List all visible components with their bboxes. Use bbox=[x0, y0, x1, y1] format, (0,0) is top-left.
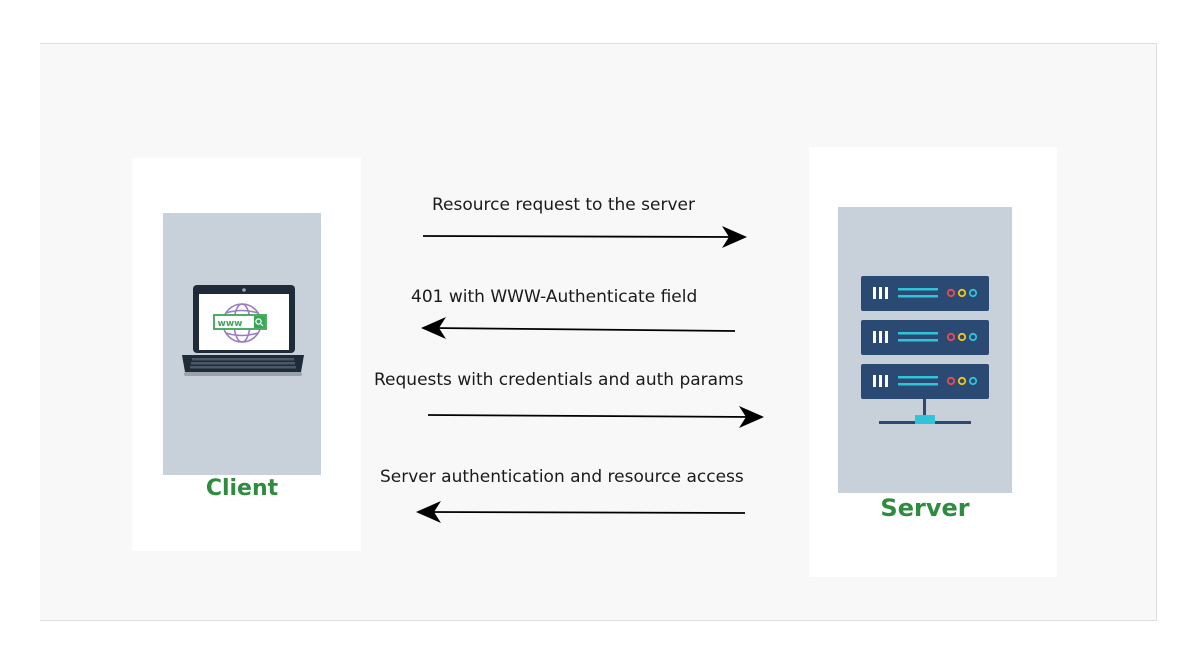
server-rack-icon bbox=[861, 276, 989, 424]
url-search-button bbox=[254, 316, 265, 328]
server-unit bbox=[861, 320, 989, 355]
arrow-credentials bbox=[427, 414, 753, 418]
message-label-3: Requests with credentials and auth param… bbox=[374, 370, 744, 390]
arrow-401-response bbox=[432, 327, 736, 332]
arrowhead-401-response bbox=[421, 317, 446, 339]
message-label-2: 401 with WWW-Authenticate field bbox=[411, 287, 698, 307]
server-unit bbox=[861, 364, 989, 399]
server-unit bbox=[861, 276, 989, 311]
url-bar bbox=[213, 314, 267, 330]
arrow-request bbox=[422, 235, 736, 238]
network-connector bbox=[879, 399, 971, 424]
message-label-4: Server authentication and resource acces… bbox=[380, 467, 744, 487]
laptop-globe-icon: www bbox=[182, 285, 304, 376]
server-label: Server bbox=[880, 494, 970, 522]
arrowhead-resource-access bbox=[416, 501, 441, 523]
url-bar-text: www bbox=[218, 319, 243, 329]
client-label: Client bbox=[205, 476, 279, 501]
arrowhead-request bbox=[722, 226, 747, 248]
arrow-resource-access bbox=[427, 511, 746, 514]
message-label-1: Resource request to the server bbox=[432, 195, 695, 215]
arrowhead-credentials bbox=[739, 406, 764, 428]
